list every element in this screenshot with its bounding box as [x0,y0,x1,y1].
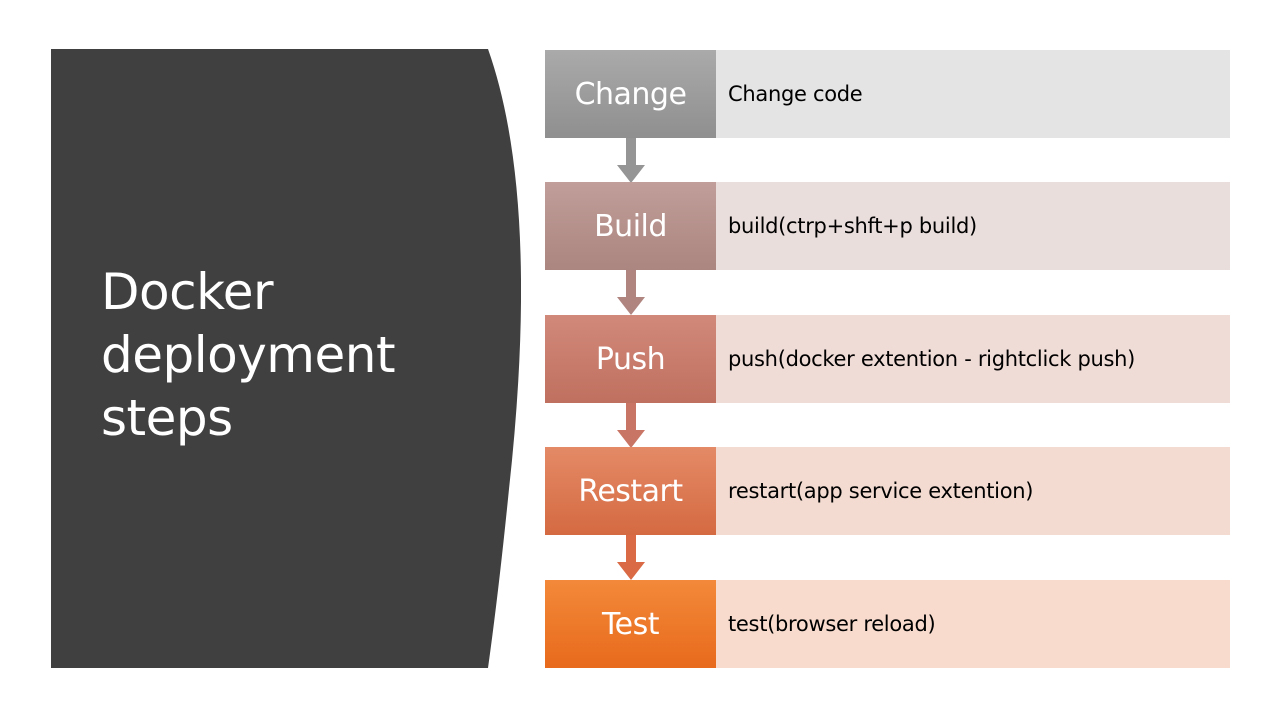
down-arrow-icon [617,535,645,580]
step-box: Build [545,182,716,270]
step-box: Restart [545,447,716,535]
step-description: push(docker extention - rightclick push) [716,315,1230,403]
step-box: Test [545,580,716,668]
step-row: Build build(ctrp+shft+p build) [545,182,1230,270]
step-description: Change code [716,50,1230,138]
down-arrow-icon [617,270,645,315]
step-row: Restart restart(app service extention) [545,447,1230,535]
step-description: restart(app service extention) [716,447,1230,535]
step-description: build(ctrp+shft+p build) [716,182,1230,270]
step-box: Change [545,50,716,138]
step-row: Change Change code [545,50,1230,138]
step-row: Test test(browser reload) [545,580,1230,668]
title-panel-background [51,49,521,668]
step-description: test(browser reload) [716,580,1230,668]
down-arrow-icon [617,403,645,448]
step-row: Push push(docker extention - rightclick … [545,315,1230,403]
slide-title: Docker deployment steps [101,263,396,447]
step-box: Push [545,315,716,403]
title-panel: Docker deployment steps [51,49,521,668]
title-panel-shape [51,49,521,668]
down-arrow-icon [617,138,645,183]
